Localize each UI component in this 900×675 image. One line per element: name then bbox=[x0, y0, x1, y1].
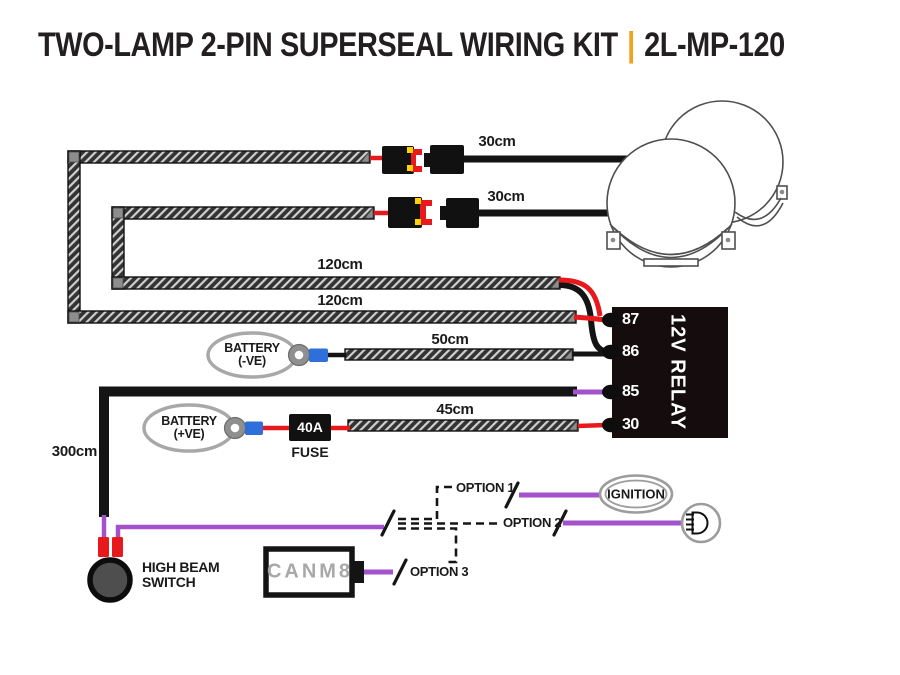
battery-positive-terminal bbox=[142, 403, 263, 453]
length-label-battery-negative: 50cm bbox=[431, 331, 469, 348]
lamp-front bbox=[606, 138, 736, 268]
relay-pin-85-label: 85 bbox=[622, 383, 639, 400]
title-model: 2L-MP-120 bbox=[644, 26, 785, 64]
braided-battery-negative bbox=[344, 348, 574, 361]
length-label-lamp2: 30cm bbox=[487, 188, 525, 205]
loom-corner-caps bbox=[68, 150, 578, 431]
battery-negative-terminal bbox=[206, 331, 328, 379]
battery-wires bbox=[263, 352, 350, 431]
superseal-connector-lamp2 bbox=[388, 197, 479, 228]
lamp-wires bbox=[370, 155, 632, 217]
fuse-holder bbox=[289, 414, 331, 441]
superseal-connector-lamp1 bbox=[382, 145, 464, 174]
braided-battery-positive bbox=[347, 419, 579, 432]
wire-break-slashes bbox=[380, 481, 568, 586]
relay-pin-87-terminal bbox=[602, 312, 620, 328]
high-beam-icon bbox=[680, 502, 722, 544]
red-crimp-icon bbox=[98, 537, 109, 557]
option2-label: OPTION 2 bbox=[503, 515, 562, 530]
braided-loom-lamp1 bbox=[67, 150, 577, 324]
relay-pin-86-terminal bbox=[602, 344, 620, 360]
relay-name-label: 12V RELAY bbox=[666, 313, 689, 431]
relay-box bbox=[602, 307, 728, 438]
relay-pin-86-label: 86 bbox=[622, 343, 639, 360]
battery-positive-label: BATTERY (+VE) bbox=[161, 414, 217, 441]
battery-negative-label: BATTERY (-VE) bbox=[224, 341, 280, 368]
option-dashed-lines bbox=[398, 485, 498, 564]
high-beam-switch-label: HIGH BEAM SWITCH bbox=[142, 559, 220, 590]
red-crimp-icon bbox=[112, 537, 123, 557]
relay-pin-30-terminal bbox=[602, 417, 620, 433]
relay-pin-30-label: 30 bbox=[622, 416, 639, 433]
blue-crimp-icon bbox=[245, 421, 263, 435]
option-wires bbox=[364, 492, 683, 575]
option3-label: OPTION 3 bbox=[410, 564, 469, 579]
title-separator: | bbox=[627, 26, 635, 64]
ignition-label: IGNITION bbox=[607, 486, 665, 502]
high-beam-switch bbox=[87, 537, 133, 603]
option1-label: OPTION 1 bbox=[456, 480, 515, 495]
length-label-battery-positive: 45cm bbox=[436, 401, 474, 418]
relay-pin-85-terminal bbox=[602, 384, 620, 400]
length-label-loom-upper: 120cm bbox=[317, 256, 363, 273]
length-label-loom-lower: 120cm bbox=[317, 292, 363, 309]
length-label-switch-wire: 300cm bbox=[51, 443, 98, 460]
canm8-module bbox=[263, 546, 364, 598]
ignition-node bbox=[598, 474, 674, 514]
fuse-rating-label: 40A bbox=[297, 419, 323, 435]
canm8-label: CANM8 bbox=[266, 560, 354, 583]
braided-loom-lamp2 bbox=[111, 206, 561, 290]
title-main: TWO-LAMP 2-PIN SUPERSEAL WIRING KIT bbox=[38, 26, 618, 64]
fuse-label: FUSE bbox=[291, 444, 329, 460]
length-label-lamp1: 30cm bbox=[478, 133, 516, 150]
page-title: TWO-LAMP 2-PIN SUPERSEAL WIRING KIT | 2L… bbox=[38, 26, 785, 65]
relay-pin-87-label: 87 bbox=[622, 311, 639, 328]
relay-input-wires bbox=[558, 277, 608, 429]
blue-crimp-icon bbox=[309, 348, 328, 362]
